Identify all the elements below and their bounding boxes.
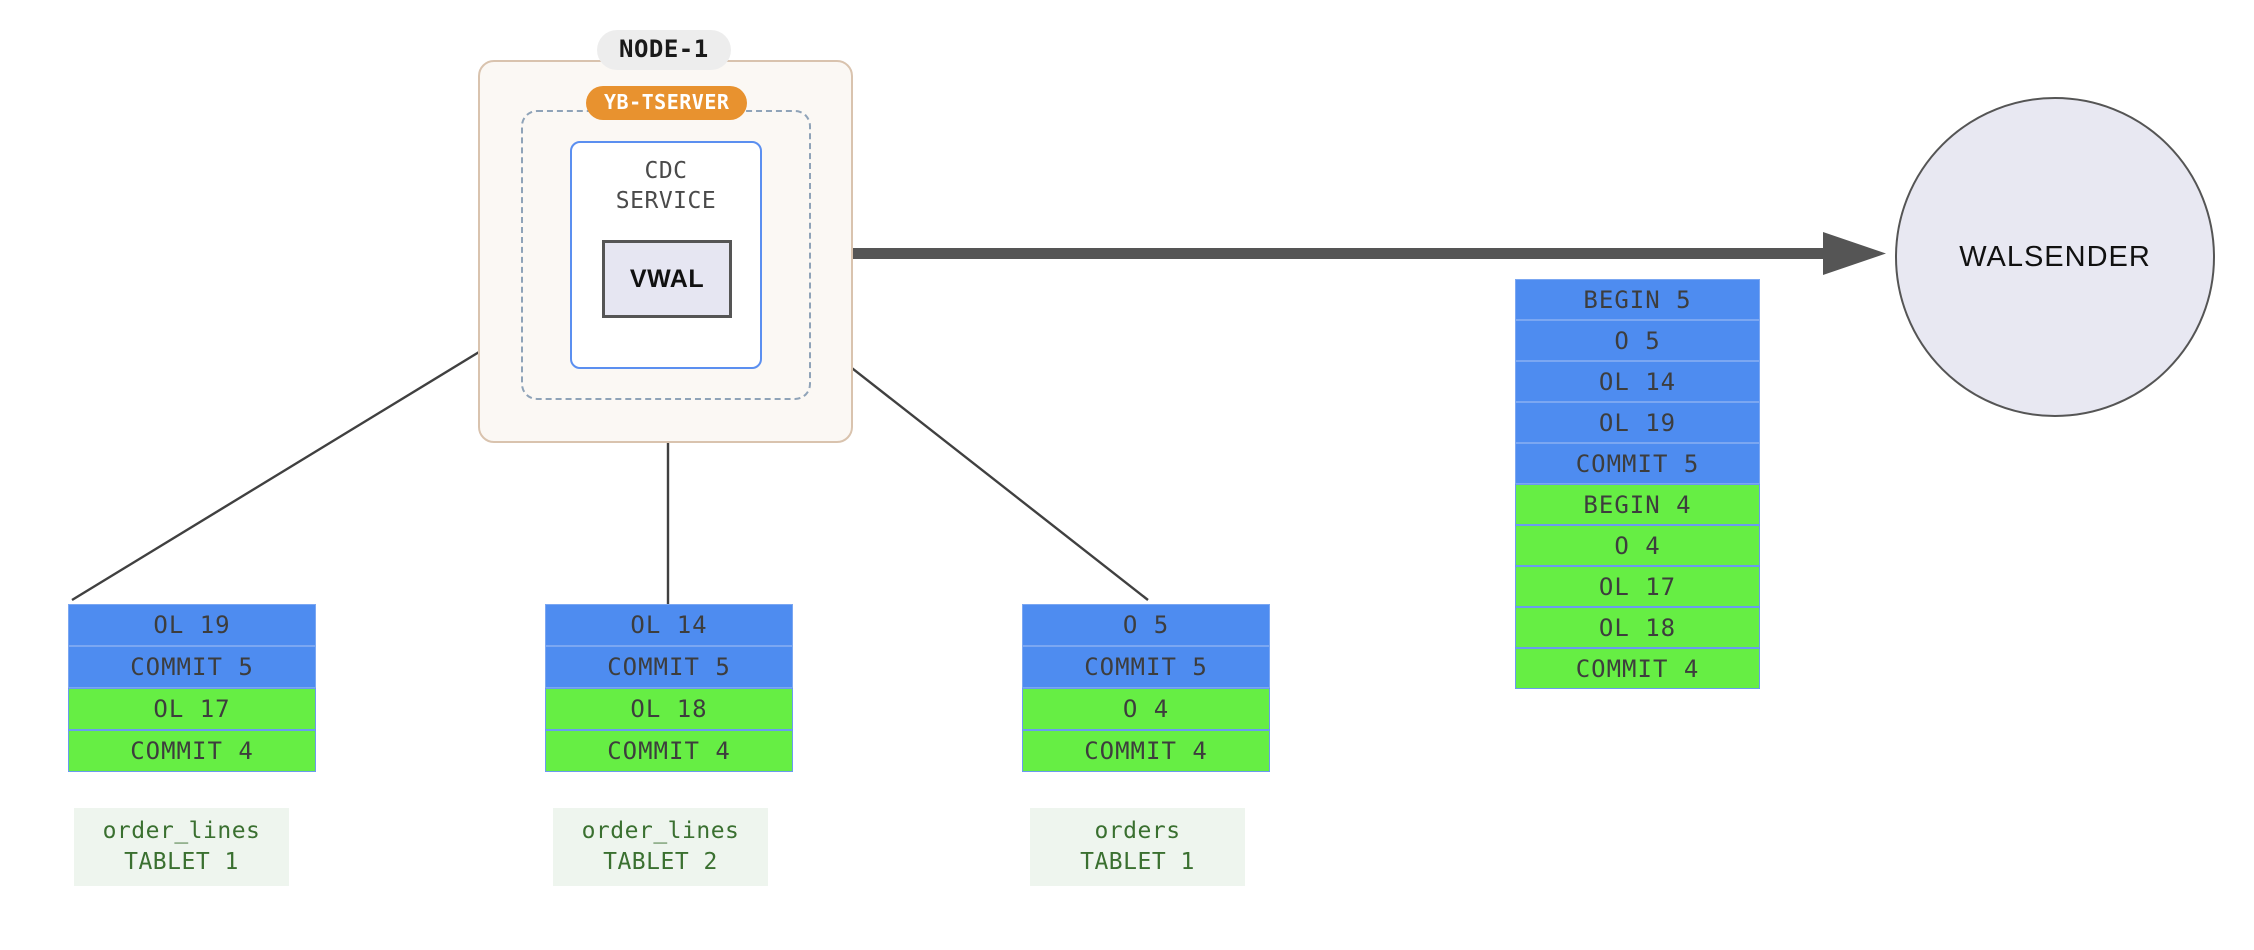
tablet-caption-tablet: TABLET 1 (124, 849, 239, 875)
output-record-row: OL 19 (1515, 402, 1760, 443)
record-row: COMMIT 5 (68, 646, 316, 688)
arrow-vwal-to-walsender (851, 232, 1886, 275)
output-record-row: BEGIN 4 (1515, 484, 1760, 525)
output-record-row: COMMIT 4 (1515, 648, 1760, 689)
record-row: OL 19 (68, 604, 316, 646)
record-row: COMMIT 5 (1022, 646, 1270, 688)
tablet-caption-tablet: TABLET 2 (603, 849, 718, 875)
record-row: COMMIT 4 (545, 730, 793, 772)
output-record-row: OL 17 (1515, 566, 1760, 607)
walsender-node: WALSENDER (1895, 97, 2215, 417)
tablet-caption-table: order_lines (581, 817, 740, 844)
output-record-row: BEGIN 5 (1515, 279, 1760, 320)
tserver-badge: YB-TSERVER (586, 86, 748, 120)
record-row: OL 14 (545, 604, 793, 646)
tablet-caption-table: orders (1094, 817, 1181, 844)
output-record-row: COMMIT 5 (1515, 443, 1760, 484)
walsender-label: WALSENDER (1959, 240, 2151, 273)
cdc-service-label-line1: CDC (644, 158, 688, 184)
vwal-label: VWAL (629, 264, 705, 293)
output-record-row: O 4 (1515, 525, 1760, 566)
record-row: O 5 (1022, 604, 1270, 646)
record-row: COMMIT 4 (68, 730, 316, 772)
tablet-caption-tablet: TABLET 1 (1080, 849, 1195, 875)
record-row: COMMIT 4 (1022, 730, 1270, 772)
tablet-caption-table: order_lines (102, 817, 261, 844)
cdc-service-label-line2: SERVICE (615, 187, 717, 214)
record-row: COMMIT 5 (545, 646, 793, 688)
record-row: O 4 (1022, 688, 1270, 730)
record-row: OL 17 (68, 688, 316, 730)
output-record-row: O 5 (1515, 320, 1760, 361)
record-row: OL 18 (545, 688, 793, 730)
output-record-row: OL 18 (1515, 607, 1760, 648)
output-record-row: OL 14 (1515, 361, 1760, 402)
cdc-service-label: CDC SERVICE (572, 157, 760, 217)
vwal-box: VWAL (602, 240, 732, 318)
node-badge: NODE-1 (597, 30, 731, 70)
